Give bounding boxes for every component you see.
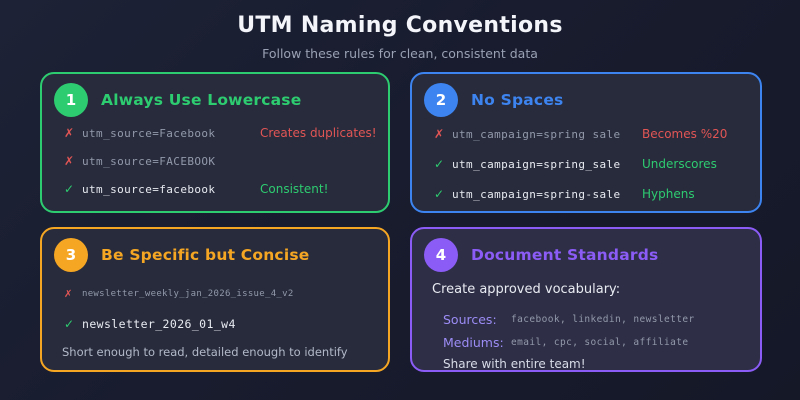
example-row: ✓ utm_source=facebook Consistent! [64,175,388,203]
example-note: Becomes %20 [642,127,728,141]
example-row: ✗ utm_campaign=spring sale Becomes %20 [434,119,760,149]
example-row: ✓ newsletter_2026_01_w4 [64,309,388,339]
cross-icon: ✗ [64,154,75,168]
card1-number-badge: 1 [54,83,88,117]
card2-number-badge: 2 [424,83,458,117]
vocab-label: Sources: [443,312,497,327]
card4-intro-text: Create approved vocabulary: [432,282,621,297]
example-row: ✗ utm_source=Facebook Creates duplicates… [64,119,388,147]
card4-body: Create approved vocabulary: Sources: fac… [432,282,760,371]
card2-examples: ✗ utm_campaign=spring sale Becomes %20 ✓… [434,119,760,209]
example-note: Consistent! [260,182,329,196]
example-note: Underscores [642,157,717,171]
cross-icon: ✗ [64,126,75,140]
card-document-standards: 4 Document Standards Create approved voc… [410,227,762,372]
card1-header: 1 Always Use Lowercase [42,74,388,117]
card4-number-badge: 4 [424,238,458,272]
example-row: ✓ utm_campaign=spring-sale Hyphens [434,179,760,209]
card2-title: No Spaces [471,91,564,109]
card3-title: Be Specific but Concise [101,246,310,264]
vocab-values: email, cpc, social, affiliate [511,337,689,348]
card4-header: 4 Document Standards [412,229,760,272]
example-note: Hyphens [642,187,695,201]
vocab-values: facebook, linkedin, newsletter [511,314,695,325]
cross-icon: ✗ [434,127,445,141]
card4-title: Document Standards [471,246,659,264]
code-example: utm_campaign=spring sale [452,127,621,141]
vocabulary-list: Sources: facebook, linkedin, newsletter … [443,308,760,354]
code-example: utm_campaign=spring-sale [452,187,621,201]
code-example: newsletter_2026_01_w4 [82,317,236,331]
card1-examples: ✗ utm_source=Facebook Creates duplicates… [64,119,388,203]
card4-footer-note: Share with entire team! [443,357,586,371]
page-header: UTM Naming Conventions Follow these rule… [0,0,800,61]
check-icon: ✓ [434,157,445,171]
code-example: utm_source=Facebook [82,126,216,140]
vocab-row-sources: Sources: facebook, linkedin, newsletter [443,308,760,331]
card3-footer-note: Short enough to read, detailed enough to… [62,345,348,359]
check-icon: ✓ [64,317,75,331]
card3-examples: ✗ newsletter_weekly_jan_2026_issue_4_v2 … [64,279,388,339]
check-icon: ✓ [64,182,75,196]
example-row: ✗ utm_source=FACEBOOK [64,147,388,175]
example-row: ✓ utm_campaign=spring_sale Underscores [434,149,760,179]
check-icon: ✓ [434,187,445,201]
example-row: ✗ newsletter_weekly_jan_2026_issue_4_v2 [64,279,388,309]
code-example: newsletter_weekly_jan_2026_issue_4_v2 [82,289,294,299]
card3-header: 3 Be Specific but Concise [42,229,388,272]
card-be-specific-but-concise: 3 Be Specific but Concise ✗ newsletter_w… [40,227,390,372]
vocab-row-mediums: Mediums: email, cpc, social, affiliate [443,331,760,354]
code-example: utm_source=facebook [82,182,216,196]
page-subtitle: Follow these rules for clean, consistent… [262,46,538,61]
card-no-spaces: 2 No Spaces ✗ utm_campaign=spring sale B… [410,72,762,213]
code-example: utm_campaign=spring_sale [452,157,621,171]
example-note: Creates duplicates! [260,126,377,140]
vocab-label: Mediums: [443,335,504,350]
page-title: UTM Naming Conventions [237,13,563,38]
card-always-use-lowercase: 1 Always Use Lowercase ✗ utm_source=Face… [40,72,390,213]
code-example: utm_source=FACEBOOK [82,154,216,168]
card3-number-badge: 3 [54,238,88,272]
card2-header: 2 No Spaces [412,74,760,117]
cross-icon: ✗ [64,288,73,300]
card1-title: Always Use Lowercase [101,91,302,109]
